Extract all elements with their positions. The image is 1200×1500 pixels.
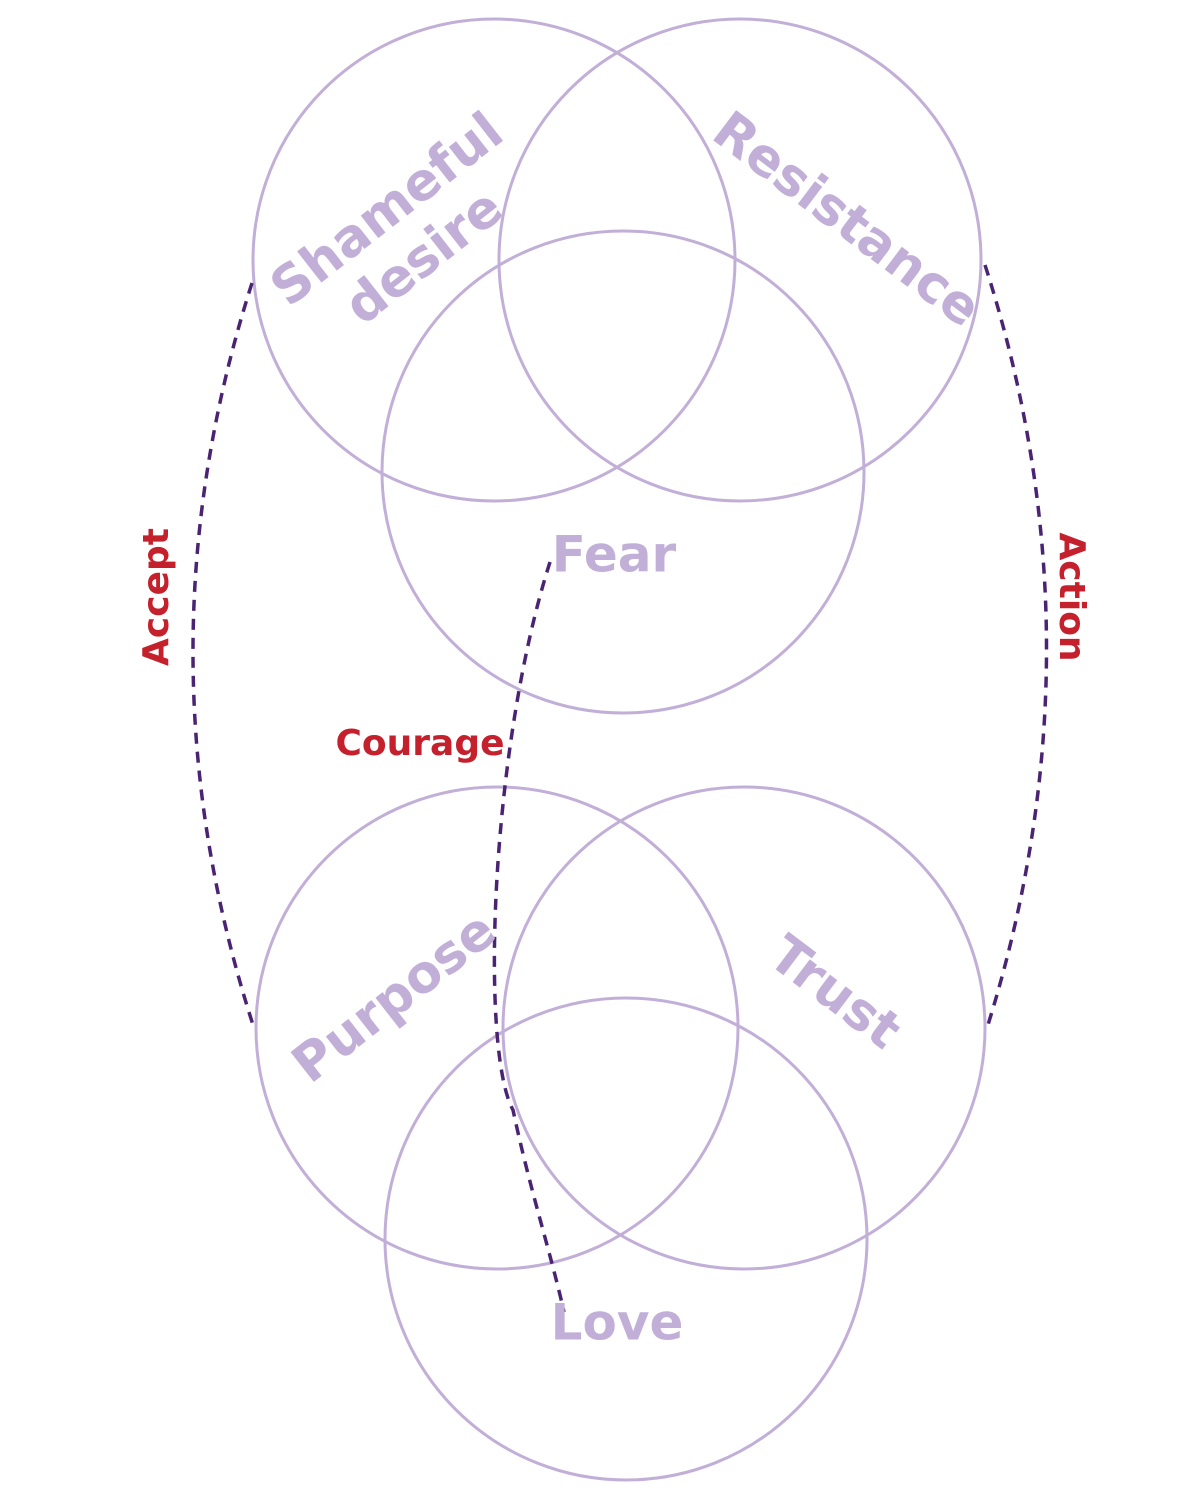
accept-label: Accept	[136, 528, 177, 666]
action-label: Action	[1051, 532, 1092, 661]
love-label: Love	[551, 1294, 684, 1352]
love-circle	[383, 996, 869, 1482]
resistance-circle	[497, 17, 983, 503]
accept-connector	[191, 282, 256, 1029]
purpose-circle	[254, 785, 740, 1271]
purpose-label: Purpose	[281, 900, 507, 1095]
action-connector	[983, 264, 1049, 1029]
trust-circle	[501, 785, 987, 1271]
courage-label: Courage	[335, 723, 504, 764]
trust-label: Trust	[758, 924, 912, 1061]
courage-connector	[492, 561, 566, 1313]
fear-circle	[380, 229, 866, 715]
fear-label: Fear	[552, 526, 677, 584]
resistance-label: Resistance	[702, 100, 992, 339]
